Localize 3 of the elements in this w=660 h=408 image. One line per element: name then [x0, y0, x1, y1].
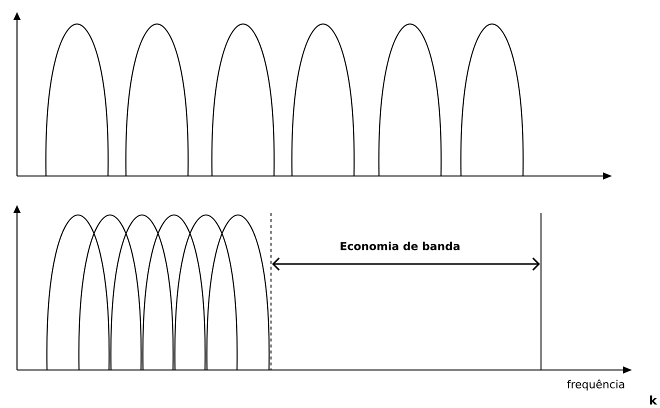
dimension-label: Economia de banda: [340, 242, 460, 250]
axis-label: k: [650, 395, 658, 405]
axis-label: frequência: [567, 379, 624, 391]
